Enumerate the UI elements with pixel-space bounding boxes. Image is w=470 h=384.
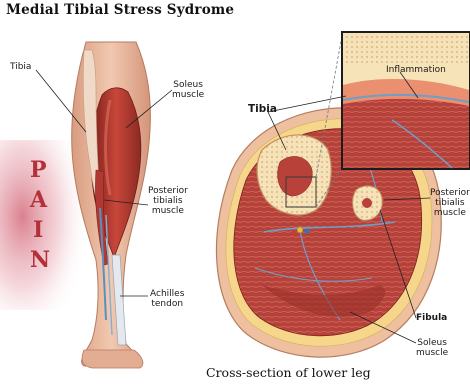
label-posterior-tibialis-left: Posterior tibialis muscle [148,186,188,216]
inflammation-inset [342,32,470,169]
label-fibula: Fibula [416,313,447,323]
pain-letter-p: P [30,157,47,183]
label-achilles: Achilles tendon [150,289,184,309]
label-soleus-left: Soleus muscle [172,80,204,100]
caption: Cross-section of lower leg [206,365,371,380]
label-inflammation: Inflammation [386,65,446,75]
pain-letter-a: A [30,187,47,213]
label-tibia-left: Tibia [10,62,31,72]
lower-leg-illustration [72,42,151,368]
diagram-title: Medial Tibial Stress Sydrome [6,2,234,18]
pain-letter-n: N [30,247,50,273]
label-posterior-tibialis-right: Posterior tibialis muscle [430,188,470,218]
label-tibia-right: Tibia [248,104,277,114]
label-soleus-right: Soleus muscle [416,338,448,358]
pain-letter-i: I [33,217,43,243]
